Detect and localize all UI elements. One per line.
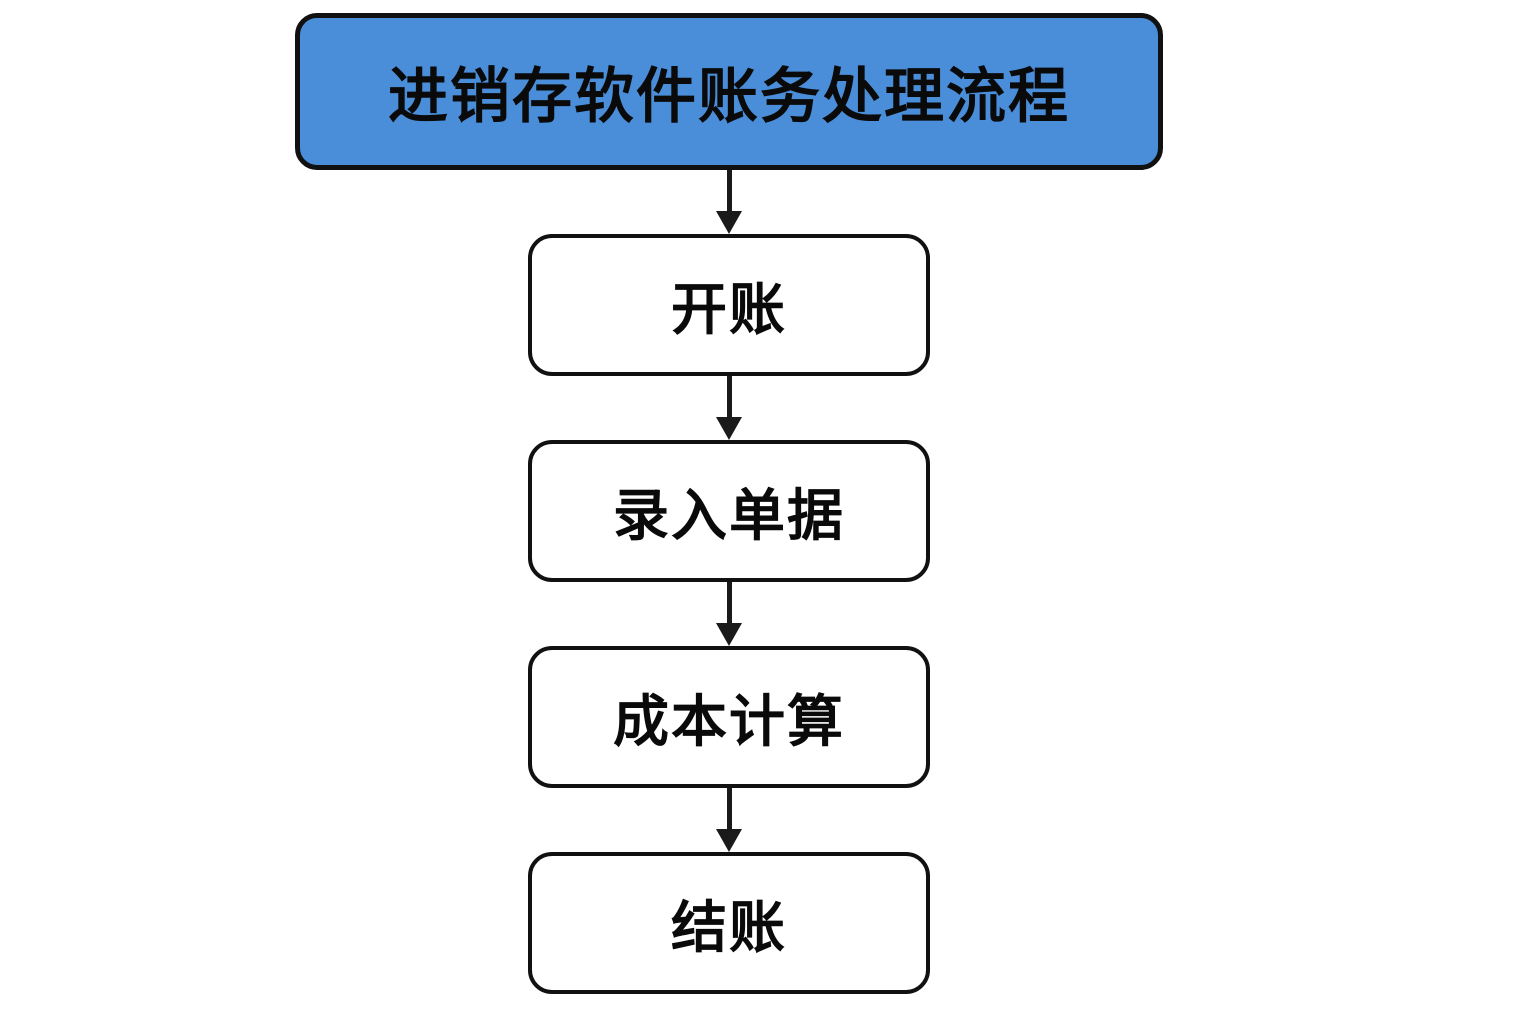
arrowhead-down-icon bbox=[716, 829, 742, 852]
flowchart-title-label: 进销存软件账务处理流程 bbox=[388, 63, 1070, 130]
down-arrow bbox=[716, 376, 742, 440]
arrowhead-down-icon bbox=[716, 623, 742, 646]
flowchart: 进销存软件账务处理流程 开账 录入单据 成本计算 结账 bbox=[295, 13, 1163, 994]
down-arrow bbox=[716, 788, 742, 852]
arrowhead-down-icon bbox=[716, 417, 742, 440]
down-arrow bbox=[716, 582, 742, 646]
step-label: 录入单据 bbox=[613, 483, 845, 547]
arrow-shaft bbox=[726, 376, 732, 417]
flowchart-step-open-account: 开账 bbox=[528, 234, 930, 376]
step-label: 开账 bbox=[671, 277, 787, 341]
arrow-shaft bbox=[726, 582, 732, 623]
step-label: 成本计算 bbox=[613, 689, 845, 753]
flowchart-title-node: 进销存软件账务处理流程 bbox=[295, 13, 1163, 170]
flowchart-step-close-account: 结账 bbox=[528, 852, 930, 994]
flowchart-step-enter-documents: 录入单据 bbox=[528, 440, 930, 582]
down-arrow bbox=[716, 170, 742, 234]
step-label: 结账 bbox=[671, 895, 787, 959]
flowchart-step-cost-calculation: 成本计算 bbox=[528, 646, 930, 788]
arrowhead-down-icon bbox=[716, 211, 742, 234]
arrow-shaft bbox=[726, 170, 732, 211]
arrow-shaft bbox=[726, 788, 732, 829]
